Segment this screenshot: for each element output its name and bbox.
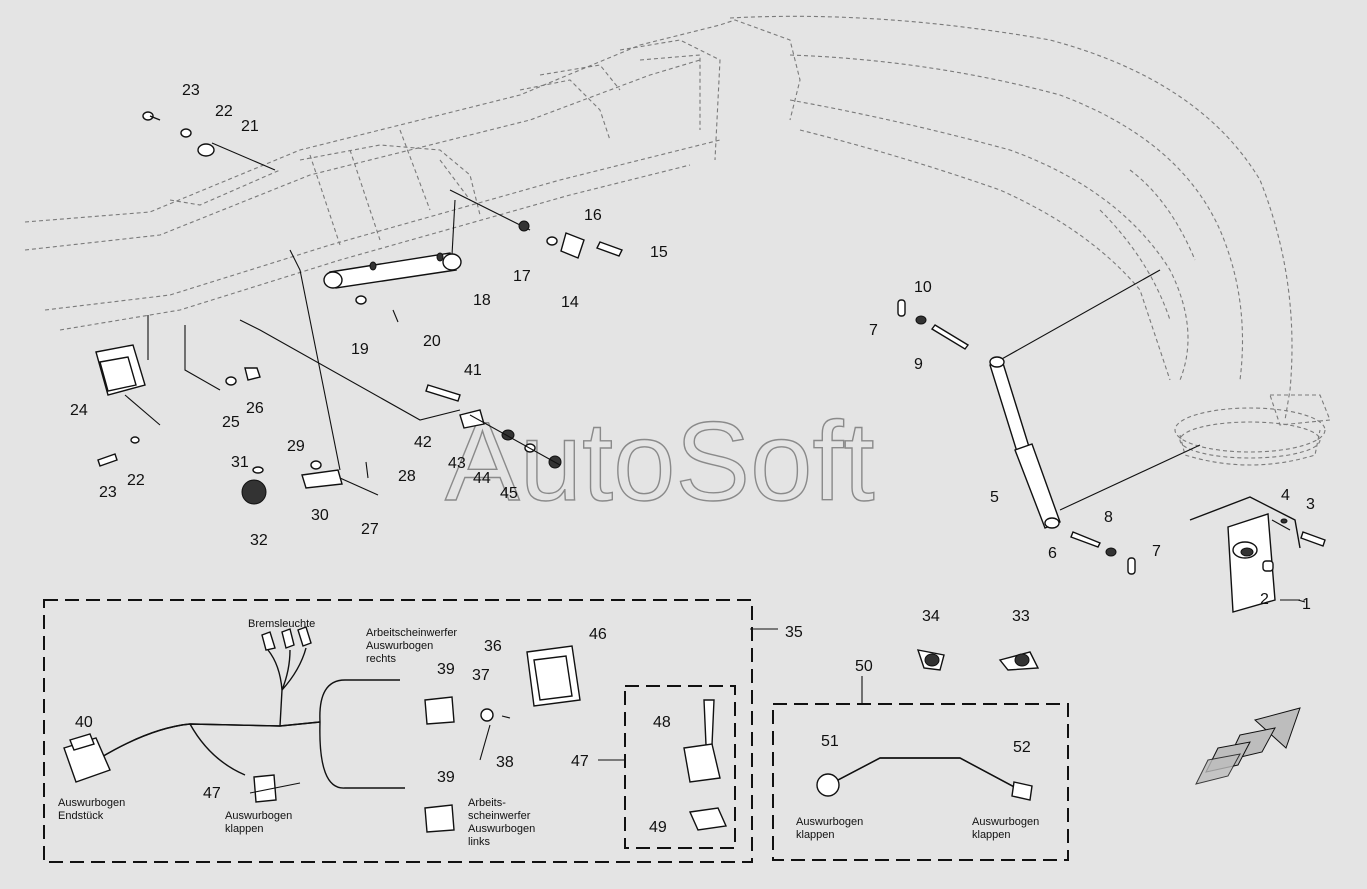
- label-arbeit-rechts-1: Arbeitscheinwerfer: [366, 627, 457, 639]
- callout-23-top: 23: [182, 82, 200, 99]
- direction-arrow-icon: [1195, 707, 1301, 785]
- callout-38: 38: [496, 754, 514, 771]
- callout-48: 48: [653, 714, 671, 731]
- callout-2: 2: [1260, 591, 1269, 608]
- kit-box-35: [43, 599, 753, 863]
- callout-44: 44: [473, 470, 491, 487]
- chassis-frame: [24, 15, 1331, 466]
- callout-leaders: [249, 599, 1306, 794]
- callout-39-bottom: 39: [437, 769, 455, 786]
- label-klappen-52-2: klappen: [972, 829, 1011, 841]
- label-klappen-51-2: klappen: [796, 829, 835, 841]
- callout-37: 37: [472, 667, 490, 684]
- callout-19: 19: [351, 341, 369, 358]
- callout-43: 43: [448, 455, 466, 472]
- watermark: AutoSoft: [445, 399, 875, 524]
- callout-8: 8: [1104, 509, 1113, 526]
- part-kit-47: [683, 699, 728, 831]
- callout-50: 50: [855, 658, 873, 675]
- callout-46: 46: [589, 626, 607, 643]
- callout-22-bottom: 22: [127, 472, 145, 489]
- label-arbeit-rechts-3: rechts: [366, 653, 396, 665]
- callout-28: 28: [398, 468, 416, 485]
- callout-52: 52: [1013, 739, 1031, 756]
- label-endstueck-2: Endstück: [58, 810, 104, 822]
- callout-25: 25: [222, 414, 240, 431]
- callout-7-top: 7: [869, 322, 878, 339]
- label-arbeit-links-1: Arbeits-: [468, 797, 506, 809]
- callout-51: 51: [821, 733, 839, 750]
- part-cylinder-18: [142, 111, 623, 323]
- label-arbeit-links-4: links: [468, 836, 491, 848]
- callout-41: 41: [464, 362, 482, 379]
- callout-45: 45: [500, 485, 518, 502]
- callout-36: 36: [484, 638, 502, 655]
- callout-47-kit: 47: [571, 753, 589, 770]
- callout-18: 18: [473, 292, 491, 309]
- callout-15: 15: [650, 244, 668, 261]
- callout-1: 1: [1302, 596, 1311, 613]
- label-klappen-47-2: klappen: [225, 823, 264, 835]
- label-arbeit-links-3: Auswurbogen: [468, 823, 535, 835]
- callout-20: 20: [423, 333, 441, 350]
- callout-22-top: 22: [215, 103, 233, 120]
- part-lamp-24: [95, 249, 379, 505]
- callout-27: 27: [361, 521, 379, 538]
- label-arbeit-rechts-2: Auswurbogen: [366, 640, 433, 652]
- callout-5: 5: [990, 489, 999, 506]
- label-arbeit-links-2: scheinwerfer: [468, 810, 531, 822]
- callout-4: 4: [1281, 487, 1290, 504]
- callout-30: 30: [311, 507, 329, 524]
- callout-24: 24: [70, 402, 88, 419]
- callout-49: 49: [649, 819, 667, 836]
- callout-3: 3: [1306, 496, 1315, 513]
- callout-39-top: 39: [437, 661, 455, 678]
- callout-14: 14: [561, 294, 579, 311]
- callout-16: 16: [584, 207, 602, 224]
- label-klappen-52-1: Auswurbogen: [972, 816, 1039, 828]
- part-cylinder-5: [897, 269, 1201, 575]
- callout-42: 42: [414, 434, 432, 451]
- callout-6: 6: [1048, 545, 1057, 562]
- part-plate-1: [1189, 496, 1326, 613]
- callout-23-bottom: 23: [99, 484, 117, 501]
- callout-26: 26: [246, 400, 264, 417]
- callout-17: 17: [513, 268, 531, 285]
- callout-47-harness: 47: [203, 785, 221, 802]
- callout-9: 9: [914, 356, 923, 373]
- kit-box-50: [772, 703, 1069, 861]
- label-klappen-47-1: Auswurbogen: [225, 810, 292, 822]
- label-klappen-51-1: Auswurbogen: [796, 816, 863, 828]
- callout-33: 33: [1012, 608, 1030, 625]
- kit-box-47: [624, 685, 736, 849]
- callout-35: 35: [785, 624, 803, 641]
- callout-21: 21: [241, 118, 259, 135]
- callout-numbers: 1 2 3 4 5 6 7 7 8 9 10 14 15 16 17 18 19…: [70, 82, 1315, 836]
- label-endstueck-1: Auswurbogen: [58, 797, 125, 809]
- callout-7-bottom: 7: [1152, 543, 1161, 560]
- wiring-harness-35: [63, 626, 581, 833]
- label-bremsleuchte: Bremsleuchte: [248, 618, 315, 630]
- callout-29: 29: [287, 438, 305, 455]
- callout-10: 10: [914, 279, 932, 296]
- part-kit-50: [816, 757, 1033, 801]
- part-bracket-42: [239, 319, 562, 469]
- callout-40: 40: [75, 714, 93, 731]
- part-clips: [916, 649, 1040, 671]
- callout-31: 31: [231, 454, 249, 471]
- text-labels: Bremsleuchte Arbeitscheinwerfer Auswurbo…: [58, 618, 1039, 848]
- callout-32: 32: [250, 532, 268, 549]
- callout-34: 34: [922, 608, 940, 625]
